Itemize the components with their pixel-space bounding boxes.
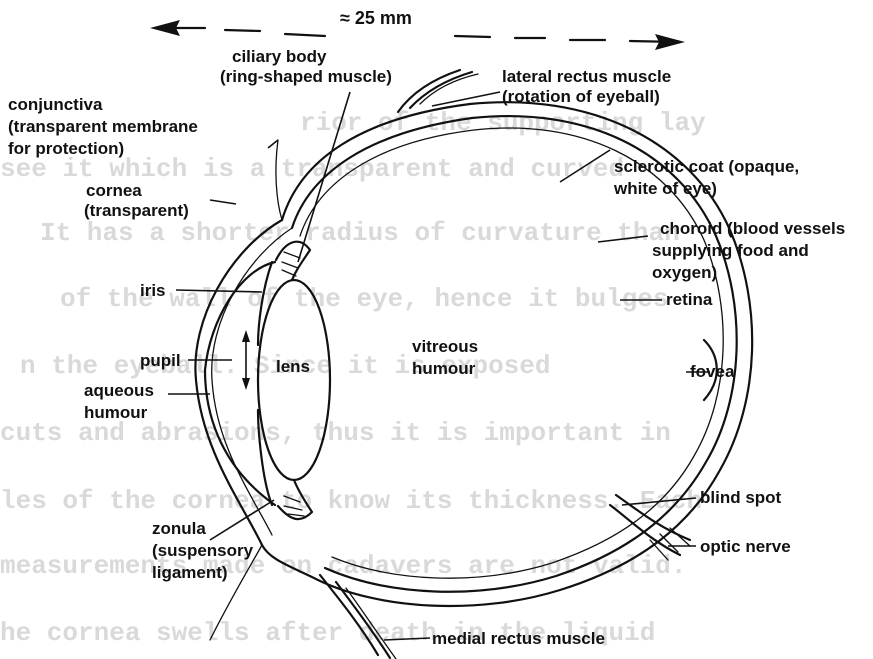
label-choroid-3: oxygen) xyxy=(652,263,717,282)
label-cornea-2: (transparent) xyxy=(84,201,189,220)
arrow-right-icon xyxy=(655,34,685,50)
label-vitreous-1: vitreous xyxy=(412,337,478,356)
label-sclerotic-2: white of eye) xyxy=(613,179,717,198)
label-blind-spot: blind spot xyxy=(700,488,782,507)
label-sclerotic-1: sclerotic coat (opaque, xyxy=(614,157,799,176)
bg-line-7: les of the cornea to know its thickness.… xyxy=(0,486,702,516)
label-choroid-1: choroid (blood vessels xyxy=(660,219,845,238)
label-ciliary-body-2: (ring-shaped muscle) xyxy=(220,67,392,86)
label-zonula-2: (suspensory xyxy=(152,541,254,560)
label-pupil: pupil xyxy=(140,351,181,370)
label-lateral-rectus-2: (rotation of eyeball) xyxy=(502,87,660,106)
label-retina: retina xyxy=(666,290,713,309)
bg-line-6: cuts and abrasions, thus it is important… xyxy=(0,418,671,448)
label-zonula-1: zonula xyxy=(152,519,206,538)
label-medial-rectus: medial rectus muscle xyxy=(432,629,605,648)
bg-line-3: It has a shorter radius of curvature tha… xyxy=(40,218,680,248)
label-ciliary-body-1: ciliary body xyxy=(232,47,327,66)
label-choroid-2: supplying food and xyxy=(652,241,809,260)
label-lens: lens xyxy=(276,357,310,376)
label-aqueous-2: humour xyxy=(84,403,148,422)
label-fovea: fovea xyxy=(690,362,735,381)
label-zonula-3: ligament) xyxy=(152,563,228,582)
label-optic-nerve: optic nerve xyxy=(700,537,791,556)
label-conjunctiva-2: (transparent membrane xyxy=(8,117,198,136)
scale-label: ≈ 25 mm xyxy=(340,8,412,28)
scale-bar: ≈ 25 mm xyxy=(150,8,685,50)
label-lateral-rectus-1: lateral rectus muscle xyxy=(502,67,671,86)
label-vitreous-2: humour xyxy=(412,359,476,378)
label-aqueous-1: aqueous xyxy=(84,381,154,400)
label-conjunctiva-1: conjunctiva xyxy=(8,95,103,114)
label-cornea-1: cornea xyxy=(86,181,142,200)
label-conjunctiva-3: for protection) xyxy=(8,139,124,158)
arrow-left-icon xyxy=(150,20,180,36)
label-iris: iris xyxy=(140,281,166,300)
